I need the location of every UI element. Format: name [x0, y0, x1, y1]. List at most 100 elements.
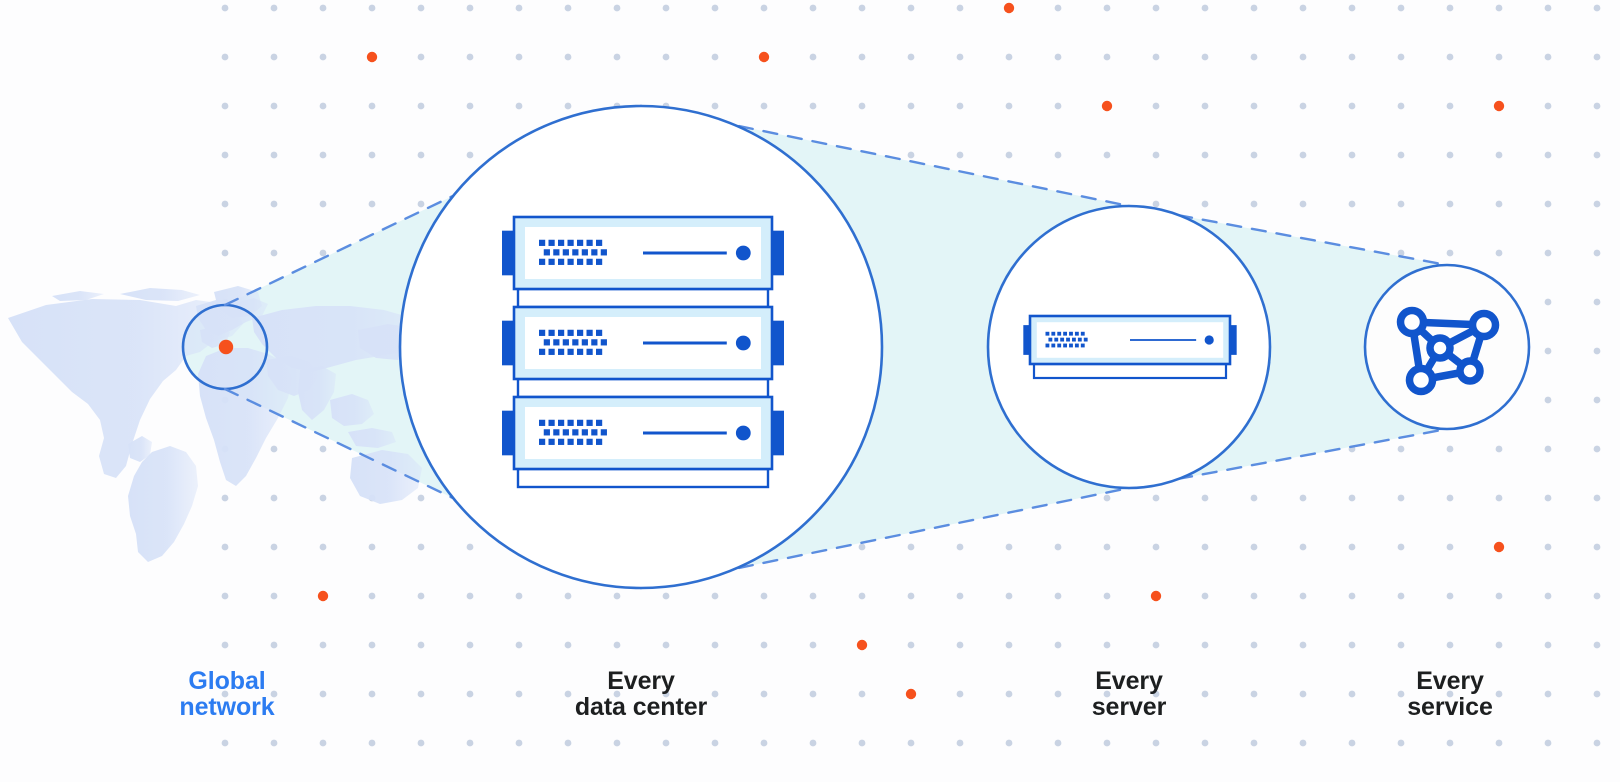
grid-dot	[1397, 151, 1405, 159]
grid-dot	[1054, 102, 1062, 110]
grid-dot	[1103, 543, 1111, 551]
grid-dot	[907, 102, 915, 110]
grid-dot	[1397, 641, 1405, 649]
grid-dot	[662, 641, 670, 649]
server-vent-dot	[1057, 343, 1062, 348]
grid-dot	[1054, 641, 1062, 649]
grid-dot	[1348, 53, 1356, 61]
grid-dot	[515, 53, 523, 61]
grid-dot	[1593, 641, 1601, 649]
grid-dot	[711, 641, 719, 649]
server-vent-dot	[539, 239, 546, 246]
server-vent-dot	[586, 438, 593, 445]
server-vent-dot	[1074, 343, 1079, 348]
grid-dot	[466, 543, 474, 551]
server-vent-dot	[577, 419, 584, 426]
server-vent-dot	[558, 258, 565, 265]
grid-dot	[907, 53, 915, 61]
grid-dot	[368, 690, 376, 698]
grid-dot	[760, 690, 768, 698]
grid-dot	[270, 4, 278, 12]
server-vent-dot	[1045, 331, 1050, 336]
grid-dot	[466, 641, 474, 649]
grid-dot	[1152, 200, 1160, 208]
rack-rail	[516, 287, 770, 309]
grid-dot	[760, 592, 768, 600]
grid-dot	[1103, 739, 1111, 747]
grid-dot	[417, 641, 425, 649]
grid-dot	[564, 690, 572, 698]
grid-dot	[1544, 641, 1552, 649]
grid-dot	[1495, 445, 1503, 453]
grid-dot	[613, 53, 621, 61]
grid-dot	[221, 739, 229, 747]
server-vent-dot	[596, 348, 603, 355]
server-side-tab-right	[770, 320, 784, 366]
server-side-tab-left	[502, 230, 516, 276]
grid-dot	[711, 102, 719, 110]
grid-dot	[1152, 739, 1160, 747]
grid-dot	[858, 4, 866, 12]
grid-dot	[1593, 249, 1601, 257]
grid-dot	[417, 690, 425, 698]
grid-dot	[662, 739, 670, 747]
grid-dot	[221, 641, 229, 649]
grid-dot	[1201, 592, 1209, 600]
server-vent-dot	[539, 258, 546, 265]
server-vent-dot	[581, 429, 588, 436]
grid-dot	[858, 53, 866, 61]
grid-dot	[1005, 543, 1013, 551]
grid-dot	[956, 4, 964, 12]
grid-dot	[1544, 445, 1552, 453]
grid-dot	[907, 641, 915, 649]
grid-dot	[1299, 592, 1307, 600]
grid-dot	[368, 4, 376, 12]
grid-dot	[1250, 592, 1258, 600]
grid-dot	[956, 102, 964, 110]
grid-dot	[1152, 151, 1160, 159]
grid-dot	[1495, 4, 1503, 12]
server-vent-dot	[1080, 343, 1085, 348]
server-vent-dot	[596, 419, 603, 426]
grid-dot	[1544, 543, 1552, 551]
grid-dot	[1593, 102, 1601, 110]
grid-dot	[1103, 4, 1111, 12]
grid-dot	[515, 690, 523, 698]
grid-dot	[662, 53, 670, 61]
grid-dot	[1103, 592, 1111, 600]
grid-dot	[1250, 4, 1258, 12]
grid-dot	[1250, 641, 1258, 649]
grid-dot	[1348, 4, 1356, 12]
grid-dot	[221, 690, 229, 698]
grid-dot	[564, 739, 572, 747]
server-vent-dot	[553, 429, 560, 436]
grid-dot	[270, 690, 278, 698]
grid-dot	[466, 690, 474, 698]
server-vent-dot	[567, 419, 574, 426]
grid-dot	[1250, 200, 1258, 208]
grid-dot	[1593, 543, 1601, 551]
grid-dot	[1495, 151, 1503, 159]
grid-dot	[1593, 200, 1601, 208]
grid-dot	[1593, 445, 1601, 453]
grid-dot	[1544, 592, 1552, 600]
grid-dot	[1005, 151, 1013, 159]
grid-dot	[1054, 592, 1062, 600]
server-vent-dot	[567, 258, 574, 265]
server-vent-dot	[1080, 331, 1085, 336]
grid-dot	[1054, 4, 1062, 12]
server-status-led-icon	[735, 425, 751, 441]
server-vent-dot	[558, 239, 565, 246]
grid-dot	[1397, 4, 1405, 12]
grid-dot	[1299, 543, 1307, 551]
grid-dot	[221, 543, 229, 551]
grid-dot	[1152, 4, 1160, 12]
server-base-rail	[1032, 362, 1228, 380]
grid-dot	[1201, 690, 1209, 698]
grid-dot	[368, 102, 376, 110]
grid-dot	[662, 690, 670, 698]
grid-dot	[417, 4, 425, 12]
server-vent-dot	[548, 239, 555, 246]
